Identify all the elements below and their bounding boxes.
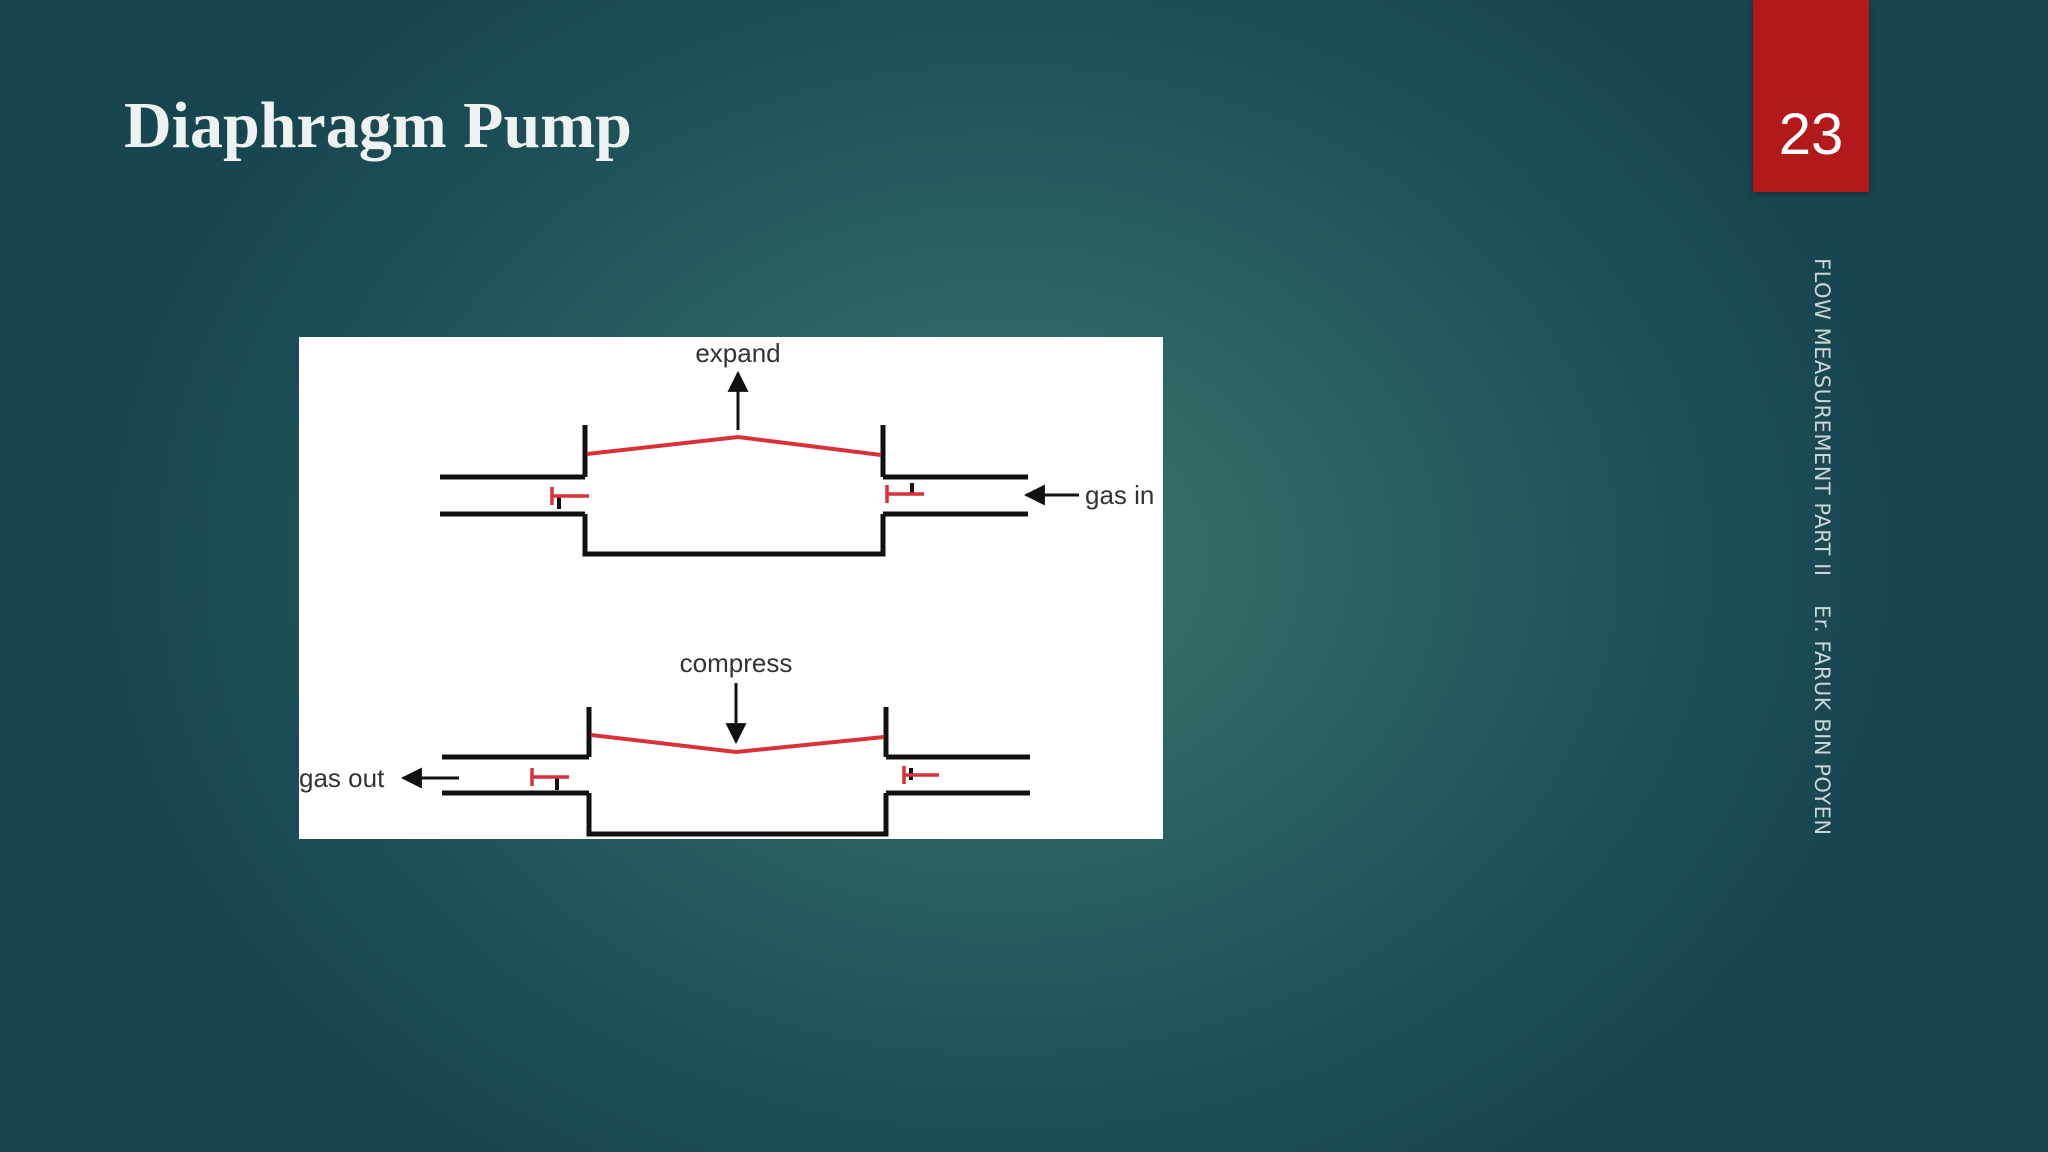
footer-course: FLOW MEASUREMENT PART II — [1810, 258, 1834, 577]
pump-body-bottom — [442, 707, 1030, 837]
diaphragm-compressed — [590, 733, 885, 755]
diaphragm-expanded — [586, 434, 882, 457]
pump-body-top — [440, 425, 1028, 557]
inlet-check-valve-bottom — [530, 768, 569, 786]
label-gas-out: gas out — [299, 763, 385, 793]
outlet-check-valve-top — [885, 485, 924, 503]
outlet-check-valve-bottom — [902, 766, 939, 784]
page-number: 23 — [1778, 102, 1844, 167]
slide-title: Diaphragm Pump — [124, 89, 632, 162]
label-compress: compress — [680, 648, 793, 678]
label-gas-in: gas in — [1085, 480, 1154, 510]
pump-expand-state: expand gas in — [440, 338, 1154, 557]
label-expand: expand — [695, 338, 780, 368]
vertical-footer: FLOW MEASUREMENT PART II Er. FARUK BIN PO… — [1810, 258, 1834, 835]
diaphragm-pump-diagram: expand gas in — [299, 337, 1163, 839]
footer-author: Er. FARUK BIN POYEN — [1810, 604, 1834, 836]
inlet-check-valve-top — [550, 487, 589, 505]
pump-compress-state: compress gas out — [299, 648, 1030, 837]
page-number-badge: 23 — [1753, 0, 1869, 192]
